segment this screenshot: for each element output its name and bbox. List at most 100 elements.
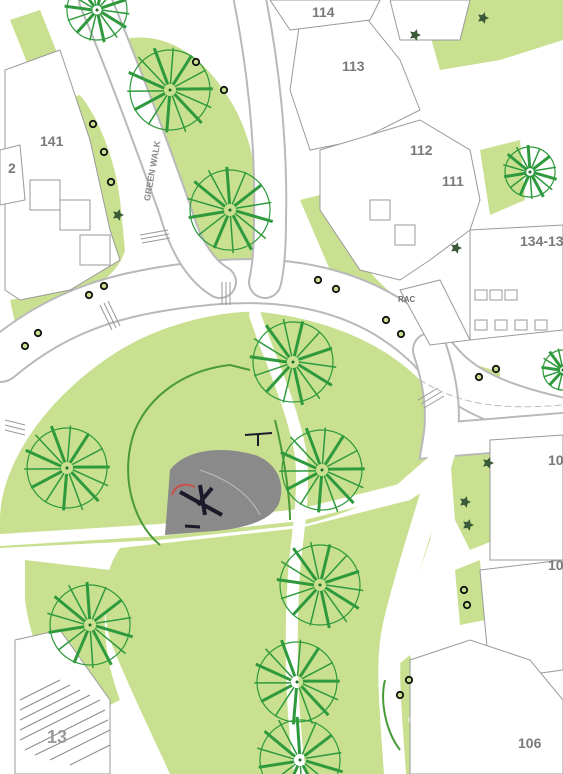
marker-circle-icon [99, 147, 109, 157]
building-112-unit-b [394, 224, 416, 246]
playground-red-arc [171, 483, 196, 496]
tree-symbol-icon [47, 581, 134, 669]
building-141-unit-b [59, 199, 91, 231]
building-134-unit-d [474, 319, 488, 331]
playground-path [199, 469, 261, 516]
building-block-106 [409, 639, 563, 774]
building-134-unit-c [504, 289, 518, 301]
plot-label-2: 2 [8, 160, 16, 176]
shrub-icon [463, 519, 474, 531]
hatched-roof [19, 679, 111, 766]
tree-symbol-icon [24, 425, 110, 511]
building-141-unit-c [79, 234, 111, 266]
hedges [127, 363, 401, 751]
crossing-greenwalk [139, 229, 171, 244]
marker-circle-icon [88, 119, 98, 129]
building-134-unit-b [489, 289, 503, 301]
tree-symbol-icon [254, 639, 340, 725]
green-walk-road-fill [80, 0, 235, 297]
markers [20, 57, 501, 700]
building-141-unit-a [29, 179, 61, 211]
building-134-unit-f [514, 319, 528, 331]
building-112-unit-a [369, 199, 391, 221]
building-134-unit-g [534, 319, 548, 331]
marker-circle-icon [99, 281, 109, 291]
crossing-west [99, 300, 121, 331]
plot-label-10a: 10 [548, 452, 563, 468]
shrub-icon [410, 29, 421, 41]
shrub-icon [460, 496, 471, 508]
tree-symbol-icon [503, 144, 558, 200]
roundabout-road-fill [0, 260, 563, 441]
crossing-west-edge [4, 419, 26, 436]
marker-circle-icon [381, 315, 391, 325]
plot-label-10b: 10 [548, 557, 563, 573]
marker-circle-icon [396, 329, 406, 339]
marker-circle-icon [404, 675, 414, 685]
building-block-rac [399, 279, 471, 346]
shrub-icon [483, 457, 494, 469]
plot-label-134: 134-13 [520, 233, 563, 249]
tree-symbol-icon [276, 541, 364, 629]
crossing-north [221, 282, 231, 305]
building-block-top-right [389, 0, 471, 41]
southeast-road [378, 439, 456, 774]
building-block-114 [269, 0, 381, 31]
marker-circle-icon [84, 290, 94, 300]
plot-label-111: 111 [442, 173, 464, 189]
rac-tag: RAC [398, 295, 416, 304]
shrub-icon [113, 209, 124, 221]
marker-circle-icon [219, 85, 229, 95]
building-block-134 [469, 224, 563, 341]
tree-symbol-icon [249, 318, 337, 406]
marker-circle-icon [395, 690, 405, 700]
tree-symbol-icon [64, 0, 130, 43]
trees [24, 0, 563, 774]
marker-circle-icon [106, 177, 116, 187]
plot-label-13: 13 [47, 727, 68, 747]
east-grass-strip [300, 195, 500, 385]
path-hedge [274, 419, 291, 521]
building-block-2 [0, 144, 26, 206]
roundabout-dash [419, 379, 563, 408]
playground-hedge [127, 363, 251, 546]
park-path-north [249, 309, 309, 774]
building-134-unit-e [494, 319, 508, 331]
marker-circle-icon [191, 57, 201, 67]
crossings [4, 229, 445, 436]
plot-label-141: 141 [40, 133, 64, 149]
central-park-area [0, 311, 444, 548]
east-road-fill [414, 334, 563, 458]
marker-circle-icon [462, 600, 472, 610]
plot-label-112: 112 [410, 142, 433, 158]
north-road-fill [235, 0, 286, 297]
tree-symbol-icon [127, 47, 213, 133]
marker-circle-icon [20, 341, 30, 351]
plot-label-113: 113 [342, 58, 365, 74]
shrubs [113, 12, 494, 531]
tree-symbol-icon [541, 348, 563, 391]
marker-circle-icon [33, 328, 43, 338]
right-lower-grass [450, 450, 495, 550]
bench-icon [184, 524, 201, 529]
playground-surface [165, 450, 282, 535]
building-block-112 [319, 119, 481, 281]
swing-icon [244, 432, 273, 446]
plot-label-114: 114 [312, 4, 335, 20]
roof-hatch [19, 679, 111, 766]
north-grass-strip [120, 37, 259, 265]
shrub-icon [451, 242, 462, 254]
marker-circle-icon [474, 372, 484, 382]
tree-symbol-icon [187, 166, 274, 254]
playground [165, 432, 282, 535]
marker-circle-icon [459, 585, 469, 595]
shrub-icon [478, 12, 489, 24]
building-block-10a [489, 434, 563, 561]
tree-symbol-icon [257, 716, 344, 774]
right-mid-grass [455, 560, 485, 625]
crossing-east [417, 387, 445, 409]
tree-symbol-icon [279, 427, 365, 513]
